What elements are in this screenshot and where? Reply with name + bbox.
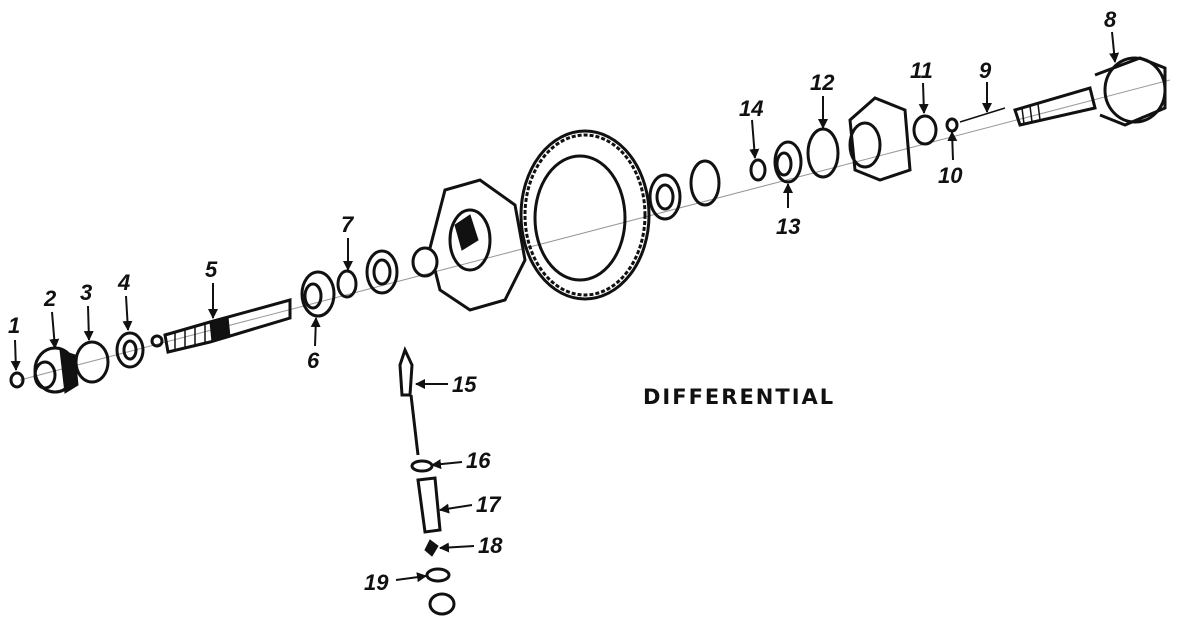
speedo-gear-15	[398, 345, 420, 456]
diagram-title: DIFFERENTIAL	[643, 385, 835, 409]
speedo-retainer-19	[425, 567, 456, 616]
callout-6: 6	[307, 348, 320, 373]
part-7-snap-ring	[336, 269, 358, 299]
callout-2: 2	[43, 286, 57, 311]
part-5-pinion-shaft	[163, 298, 292, 354]
callout-labels: 1 2 3 4 5 6 7 8 9 10 11 12 13 14 15 16 1…	[8, 7, 1117, 595]
part-4-bearing	[115, 331, 164, 369]
callout-17: 17	[476, 492, 502, 517]
callout-16: 16	[466, 448, 491, 473]
part-10-washer	[945, 117, 959, 133]
ring-gear	[519, 129, 651, 301]
callout-14: 14	[739, 96, 763, 121]
callout-5: 5	[205, 257, 218, 282]
part-14-clip	[749, 158, 767, 182]
speedo-o-ring-16	[410, 459, 434, 473]
callout-3: 3	[80, 280, 92, 305]
axis-line	[19, 79, 1171, 381]
callout-leaders	[10, 31, 1120, 583]
callout-4: 4	[117, 270, 130, 295]
callout-15: 15	[452, 372, 477, 397]
differential-carrier-case	[411, 178, 527, 312]
part-8-output-shaft	[1013, 56, 1167, 127]
carrier-bearing-right	[648, 159, 721, 221]
carrier-bearing-left	[365, 249, 399, 295]
part-13-bearing	[773, 140, 803, 184]
callout-8: 8	[1104, 7, 1117, 32]
speedo-sleeve-17	[416, 476, 442, 534]
part-11-seal	[912, 114, 938, 146]
callout-18: 18	[478, 533, 503, 558]
callout-10: 10	[938, 163, 963, 188]
callout-9: 9	[979, 58, 992, 83]
side-cover-housing	[848, 96, 912, 182]
part-3-seal	[74, 340, 110, 384]
callout-7: 7	[341, 212, 355, 237]
callout-12: 12	[810, 70, 835, 95]
speedo-seal-18	[424, 539, 439, 557]
callout-1: 1	[8, 313, 20, 338]
callout-11: 11	[910, 58, 933, 83]
callout-19: 19	[364, 570, 389, 595]
part-9-spring	[959, 107, 1006, 123]
part-6-bearing	[300, 270, 336, 318]
part-12-o-ring	[806, 127, 840, 179]
callout-13: 13	[776, 214, 800, 239]
part-1-nut	[9, 371, 25, 389]
